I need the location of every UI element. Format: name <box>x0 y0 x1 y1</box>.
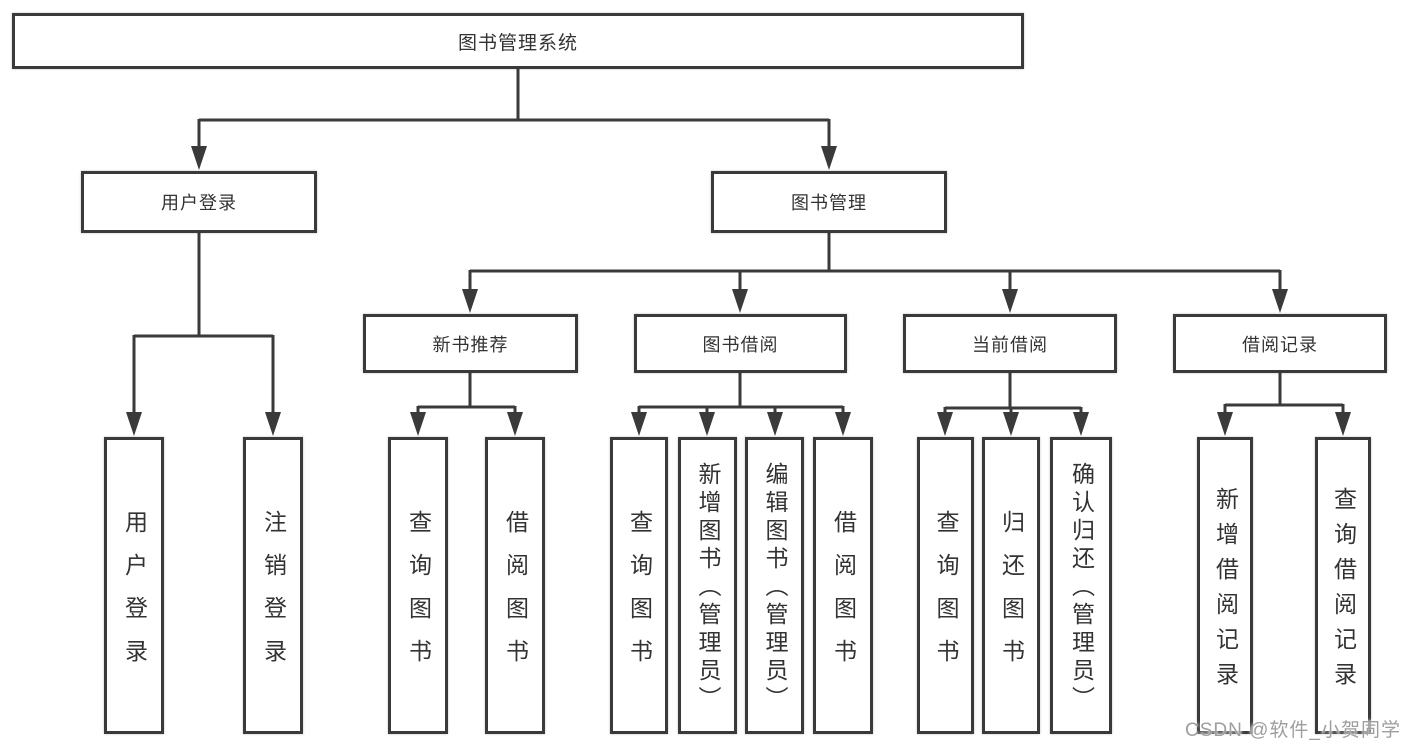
leaf-query-books-borrowing-label: 查询图书 <box>626 509 653 682</box>
node-current-borrowing-label: 当前借阅 <box>972 334 1048 355</box>
leaf-query-books-current-label: 查询图书 <box>933 509 959 682</box>
leaf-query-borrow-record: 查询借阅记录 <box>1315 437 1371 734</box>
node-book-management: 图书管理 <box>711 171 947 233</box>
node-borrowing-records: 借阅记录 <box>1173 314 1387 373</box>
leaf-user-login-label: 用户登录 <box>121 509 148 682</box>
node-root-system-label: 图书管理系统 <box>457 32 578 54</box>
leaf-logout-label: 注销登录 <box>260 509 287 682</box>
node-root-system: 图书管理系统 <box>12 13 1024 69</box>
leaf-borrow-books-recommend: 借阅图书 <box>485 437 545 734</box>
leaf-add-books-admin-label: 新增图书（管理员） <box>695 462 721 714</box>
node-user-login-label: 用户登录 <box>161 193 237 213</box>
node-borrowing-records-label: 借阅记录 <box>1242 334 1318 355</box>
leaf-add-books-admin: 新增图书（管理员） <box>678 437 737 734</box>
node-current-borrowing: 当前借阅 <box>903 314 1117 373</box>
node-new-book-recommend-label: 新书推荐 <box>432 334 509 355</box>
leaf-query-borrow-record-label: 查询借阅记录 <box>1330 486 1357 697</box>
node-book-borrowing-label: 图书借阅 <box>702 334 779 355</box>
leaf-borrow-books-borrowing-label: 借阅图书 <box>830 509 857 682</box>
leaf-add-borrow-record: 新增借阅记录 <box>1197 437 1253 734</box>
leaf-logout: 注销登录 <box>243 437 303 734</box>
leaf-confirm-return-admin-label: 确认归还（管理员） <box>1068 462 1095 714</box>
leaf-query-books-borrowing: 查询图书 <box>610 437 668 734</box>
node-user-login: 用户登录 <box>81 171 317 233</box>
node-book-management-label: 图书管理 <box>791 193 867 213</box>
node-book-borrowing: 图书借阅 <box>634 314 847 373</box>
leaf-return-books: 归还图书 <box>982 437 1040 734</box>
leaf-return-books-label: 归还图书 <box>998 509 1025 682</box>
leaf-add-borrow-record-label: 新增借阅记录 <box>1212 486 1239 697</box>
leaf-user-login: 用户登录 <box>104 437 164 734</box>
leaf-query-books-recommend-label: 查询图书 <box>405 509 432 682</box>
leaf-query-books-current: 查询图书 <box>917 437 974 734</box>
leaf-borrow-books-borrowing: 借阅图书 <box>813 437 873 734</box>
leaf-edit-books-admin-label: 编辑图书（管理员） <box>762 462 788 714</box>
node-new-book-recommend: 新书推荐 <box>363 314 578 373</box>
leaf-query-books-recommend: 查询图书 <box>388 437 448 734</box>
watermark-text: CSDN @软件_小贺同学 <box>1185 720 1401 741</box>
leaf-confirm-return-admin: 确认归还（管理员） <box>1050 437 1112 734</box>
leaf-borrow-books-recommend-label: 借阅图书 <box>502 509 529 682</box>
leaf-edit-books-admin: 编辑图书（管理员） <box>745 437 804 734</box>
